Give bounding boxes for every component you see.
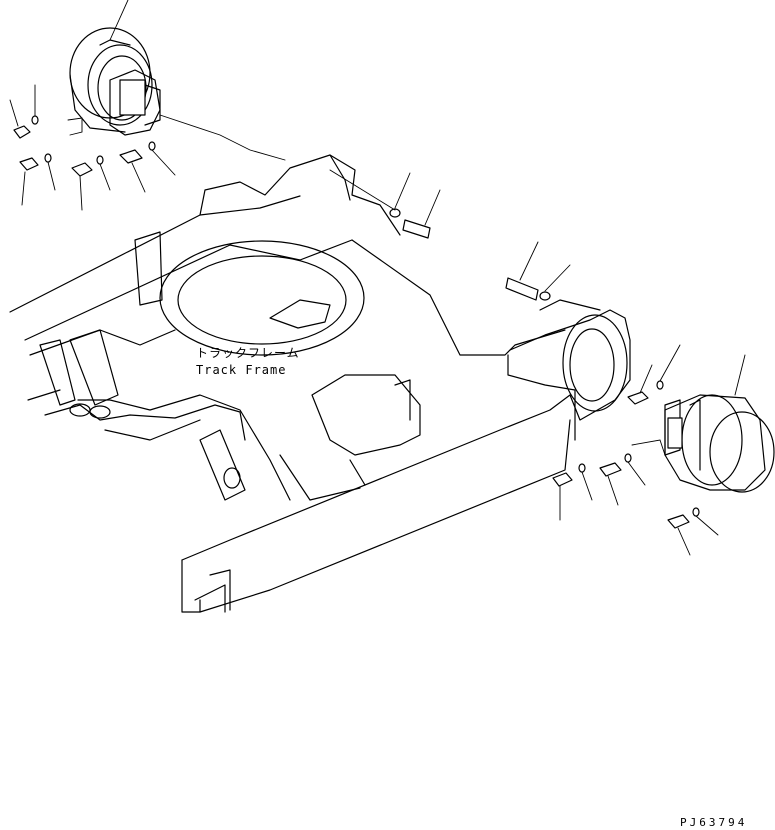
- drawing-code: PJ63794: [680, 816, 747, 829]
- frame-bolt-right: [505, 241, 571, 301]
- track-frame: [9, 114, 571, 613]
- left-fittings: [9, 84, 176, 211]
- left-travel-motor: [69, 0, 161, 136]
- frame-label-en: Track Frame: [196, 363, 286, 377]
- right-fittings: [552, 344, 719, 556]
- frame-bolt-top: [389, 172, 441, 239]
- right-travel-motor: [664, 354, 775, 493]
- frame-label-jp: トラックフレーム: [196, 346, 300, 360]
- right-axle-housing: [507, 299, 631, 441]
